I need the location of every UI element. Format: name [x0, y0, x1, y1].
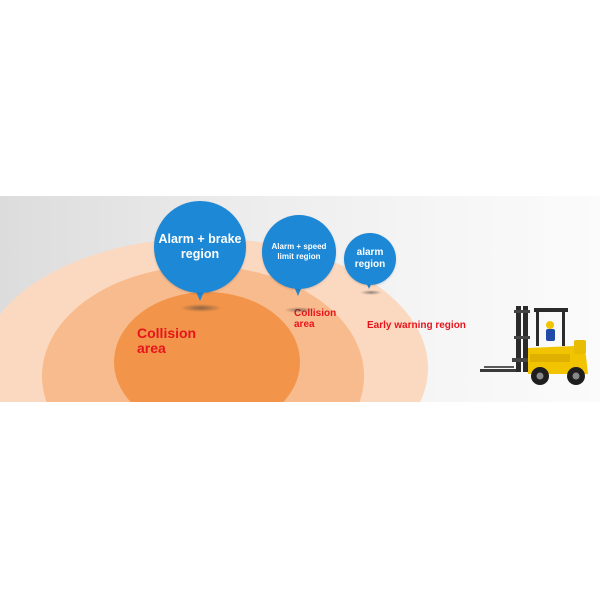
- collision-area-label-small: Collision area: [294, 308, 337, 330]
- alarm-speed-pin: Alarm + speed limit region: [258, 211, 342, 313]
- alarm-brake-bubble: Alarm + brake region: [154, 201, 246, 293]
- detection-zone-diagram: Collision area Collision area Early warn…: [0, 196, 600, 402]
- pin-shadow: [284, 307, 314, 313]
- collision-area-label-main: Collision area: [137, 325, 197, 356]
- alarm-speed-bubble: Alarm + speed limit region: [262, 215, 336, 289]
- alarm-bubble: alarm region: [344, 233, 396, 285]
- early-warning-label: Early warning region: [367, 320, 466, 331]
- pin-tail: [293, 284, 303, 296]
- forklift-icon: [480, 306, 588, 385]
- alarm-pin: alarm region: [340, 230, 400, 295]
- pin-shadow: [360, 290, 382, 295]
- alarm-brake-pin: Alarm + brake region: [150, 196, 250, 316]
- pin-shadow: [180, 304, 222, 312]
